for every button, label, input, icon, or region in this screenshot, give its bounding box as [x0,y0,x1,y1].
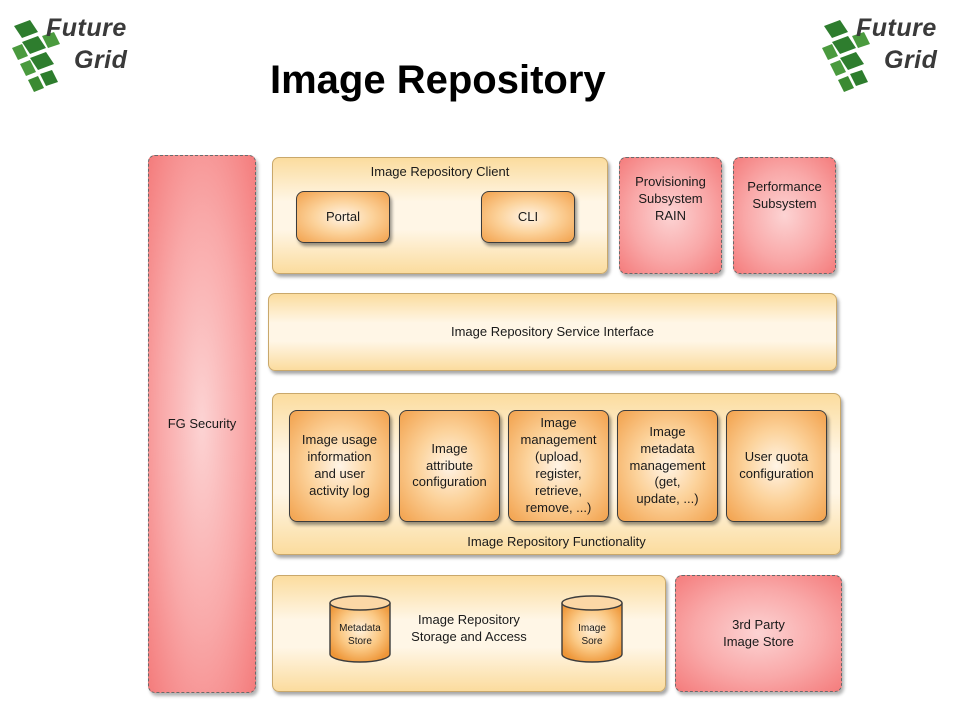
image-store-label: Image Sore [578,623,606,647]
metadata-store-label: Metadata Store [339,623,381,647]
database-icon [561,595,623,663]
storage-access-panel: Metadata Store Image Repository Storage … [272,575,666,692]
function-box: Image metadata management (get, update, … [617,410,718,522]
cli-box: CLI [481,191,575,243]
fg-security-label: FG Security [167,415,237,431]
database-icon [329,595,391,663]
functionality-panel: Image usage information and user activit… [272,393,841,555]
third-party-image-store-block: 3rd Party Image Store [675,575,842,692]
cli-label: CLI [517,208,539,224]
function-box-label: Image attribute configuration [412,440,487,490]
function-box: Image usage information and user activit… [289,410,390,522]
service-interface-label: Image Repository Service Interface [450,323,655,339]
image-store-cylinder: Image Sore [560,594,624,664]
function-box-label: Image metadata management (get, update, … [629,423,706,507]
functionality-panel-title: Image Repository Functionality [467,534,646,549]
logo-word-future: Future [856,14,937,42]
performance-label: Performance Subsystem [747,178,822,211]
function-box-label: Image management (upload, register, retr… [520,415,597,515]
performance-subsystem-block: Performance Subsystem [733,157,836,274]
logo-word-grid: Grid [74,46,128,74]
portal-box: Portal [296,191,390,243]
logo-word-future: Future [46,14,127,42]
metadata-store-cylinder: Metadata Store [328,594,392,664]
image-repository-client-panel: Image Repository Client Portal CLI [272,157,608,274]
storage-panel-title: Image Repository Storage and Access [411,612,527,644]
service-interface-panel: Image Repository Service Interface [268,293,837,371]
function-box: User quota configuration [726,410,827,522]
client-panel-title: Image Repository Client [370,164,510,179]
function-box-label: Image usage information and user activit… [301,432,378,498]
provisioning-label: Provisioning Subsystem RAIN [635,174,706,223]
page-title: Image Repository [270,58,606,102]
provisioning-subsystem-block: Provisioning Subsystem RAIN [619,157,722,274]
third-party-label: 3rd Party Image Store [723,616,794,649]
grid-mesh-icon [822,20,870,92]
function-box-label: User quota configuration [739,449,814,481]
logo-word-grid: Grid [884,46,938,74]
futuregrid-logo-right: Future Grid [818,12,953,104]
grid-mesh-icon [12,20,60,92]
function-box: Image attribute configuration [399,410,500,522]
futuregrid-logo-left: Future Grid [8,12,143,104]
function-box: Image management (upload, register, retr… [508,410,609,522]
portal-label: Portal [326,208,360,224]
fg-security-block: FG Security [148,155,256,693]
